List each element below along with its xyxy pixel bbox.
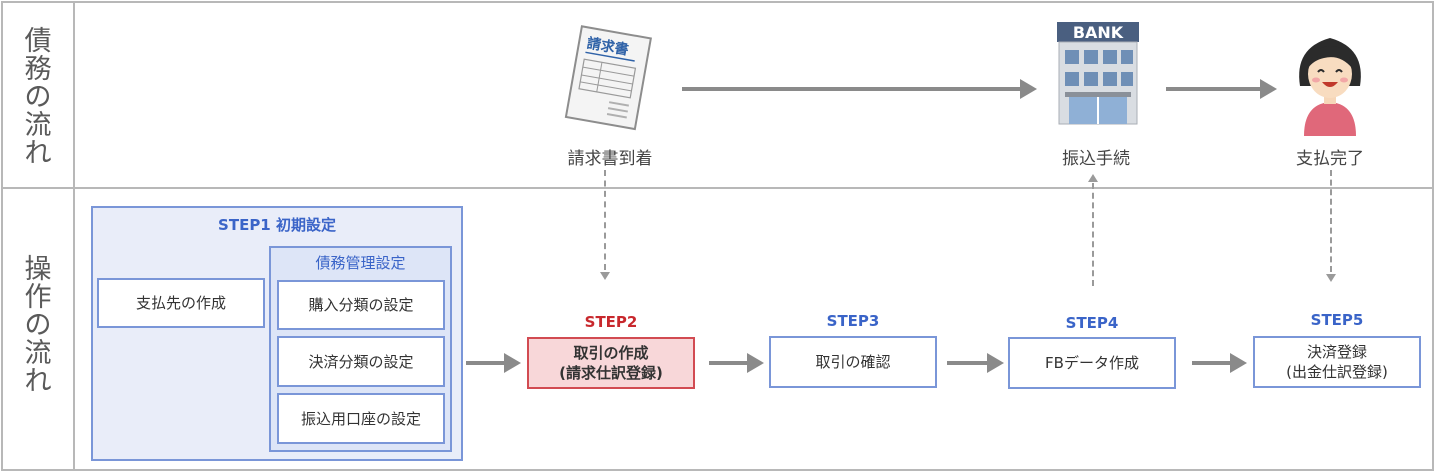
invoice-icon: 請求書 [564,25,652,131]
dashed-connector [604,170,606,270]
step5-line1: 決済登録 [1306,343,1367,361]
bank-icon: BANK [1057,22,1139,125]
row-label-char: れ [24,138,52,169]
row-label-char: 流 [24,110,52,141]
settlement-category-box: 決済分類の設定 [277,336,445,387]
flow-arrow-line [947,361,989,365]
flow-arrow-line [682,87,1022,91]
transfer-account-box: 振込用口座の設定 [277,393,445,444]
purchase-category-box: 購入分類の設定 [277,280,445,330]
dashed-connector [1330,170,1332,272]
step5-label: STEP5 [1310,311,1364,329]
flow-arrow-head [747,353,764,373]
flow-arrow-line [1166,87,1262,91]
flow-arrow-line [709,361,749,365]
payee-box: 支払先の作成 [97,278,265,328]
step3-label: STEP3 [826,312,880,330]
row-label-char: 流 [24,338,52,369]
step4-box: FBデータ作成 [1008,337,1176,389]
step2-line2: (請求仕訳登録) [559,364,663,382]
row-label-char: れ [24,366,52,397]
step2-label: STEP2 [584,313,638,331]
step1-title: STEP1 初期設定 [218,216,336,234]
step2-box: 取引の作成 (請求仕訳登録) [527,337,695,389]
row-label-char: の [24,310,52,341]
row-label-char: 操 [24,254,52,285]
step5-line2: (出金仕訳登録) [1286,363,1388,381]
connector-arrowhead [600,272,610,280]
debt-settings-title: 債務管理設定 [315,254,406,272]
bank-sign-text: BANK [1073,23,1124,42]
row-label-char: 務 [24,54,52,85]
bank-caption: 振込手続 [1062,149,1130,169]
person-caption: 支払完了 [1296,149,1364,169]
flow-arrow-head [1230,353,1247,373]
connector-arrowhead [1088,174,1098,182]
step3-box: 取引の確認 [769,336,937,388]
step4-label: STEP4 [1065,314,1119,332]
row-label-business-flow: 債 務 の 流 れ [16,28,60,168]
person-icon [1299,38,1361,136]
flow-arrow-line [466,361,506,365]
step5-box: 決済登録 (出金仕訳登録) [1253,336,1421,388]
row-label-char: 作 [24,282,52,313]
step2-line1: 取引の作成 [573,344,649,362]
flow-arrow-head [1020,79,1037,99]
flow-arrow-line [1192,361,1232,365]
label-column-divider [73,1,75,471]
flow-arrow-head [987,353,1004,373]
flow-arrow-head [504,353,521,373]
connector-arrowhead [1326,274,1336,282]
row-divider [1,187,1434,189]
dashed-connector [1092,183,1094,286]
row-label-char: の [24,82,52,113]
invoice-caption: 請求書到着 [567,149,653,169]
row-label-char: 債 [24,26,52,57]
flow-arrow-head [1260,79,1277,99]
row-label-operation-flow: 操 作 の 流 れ [16,256,60,396]
